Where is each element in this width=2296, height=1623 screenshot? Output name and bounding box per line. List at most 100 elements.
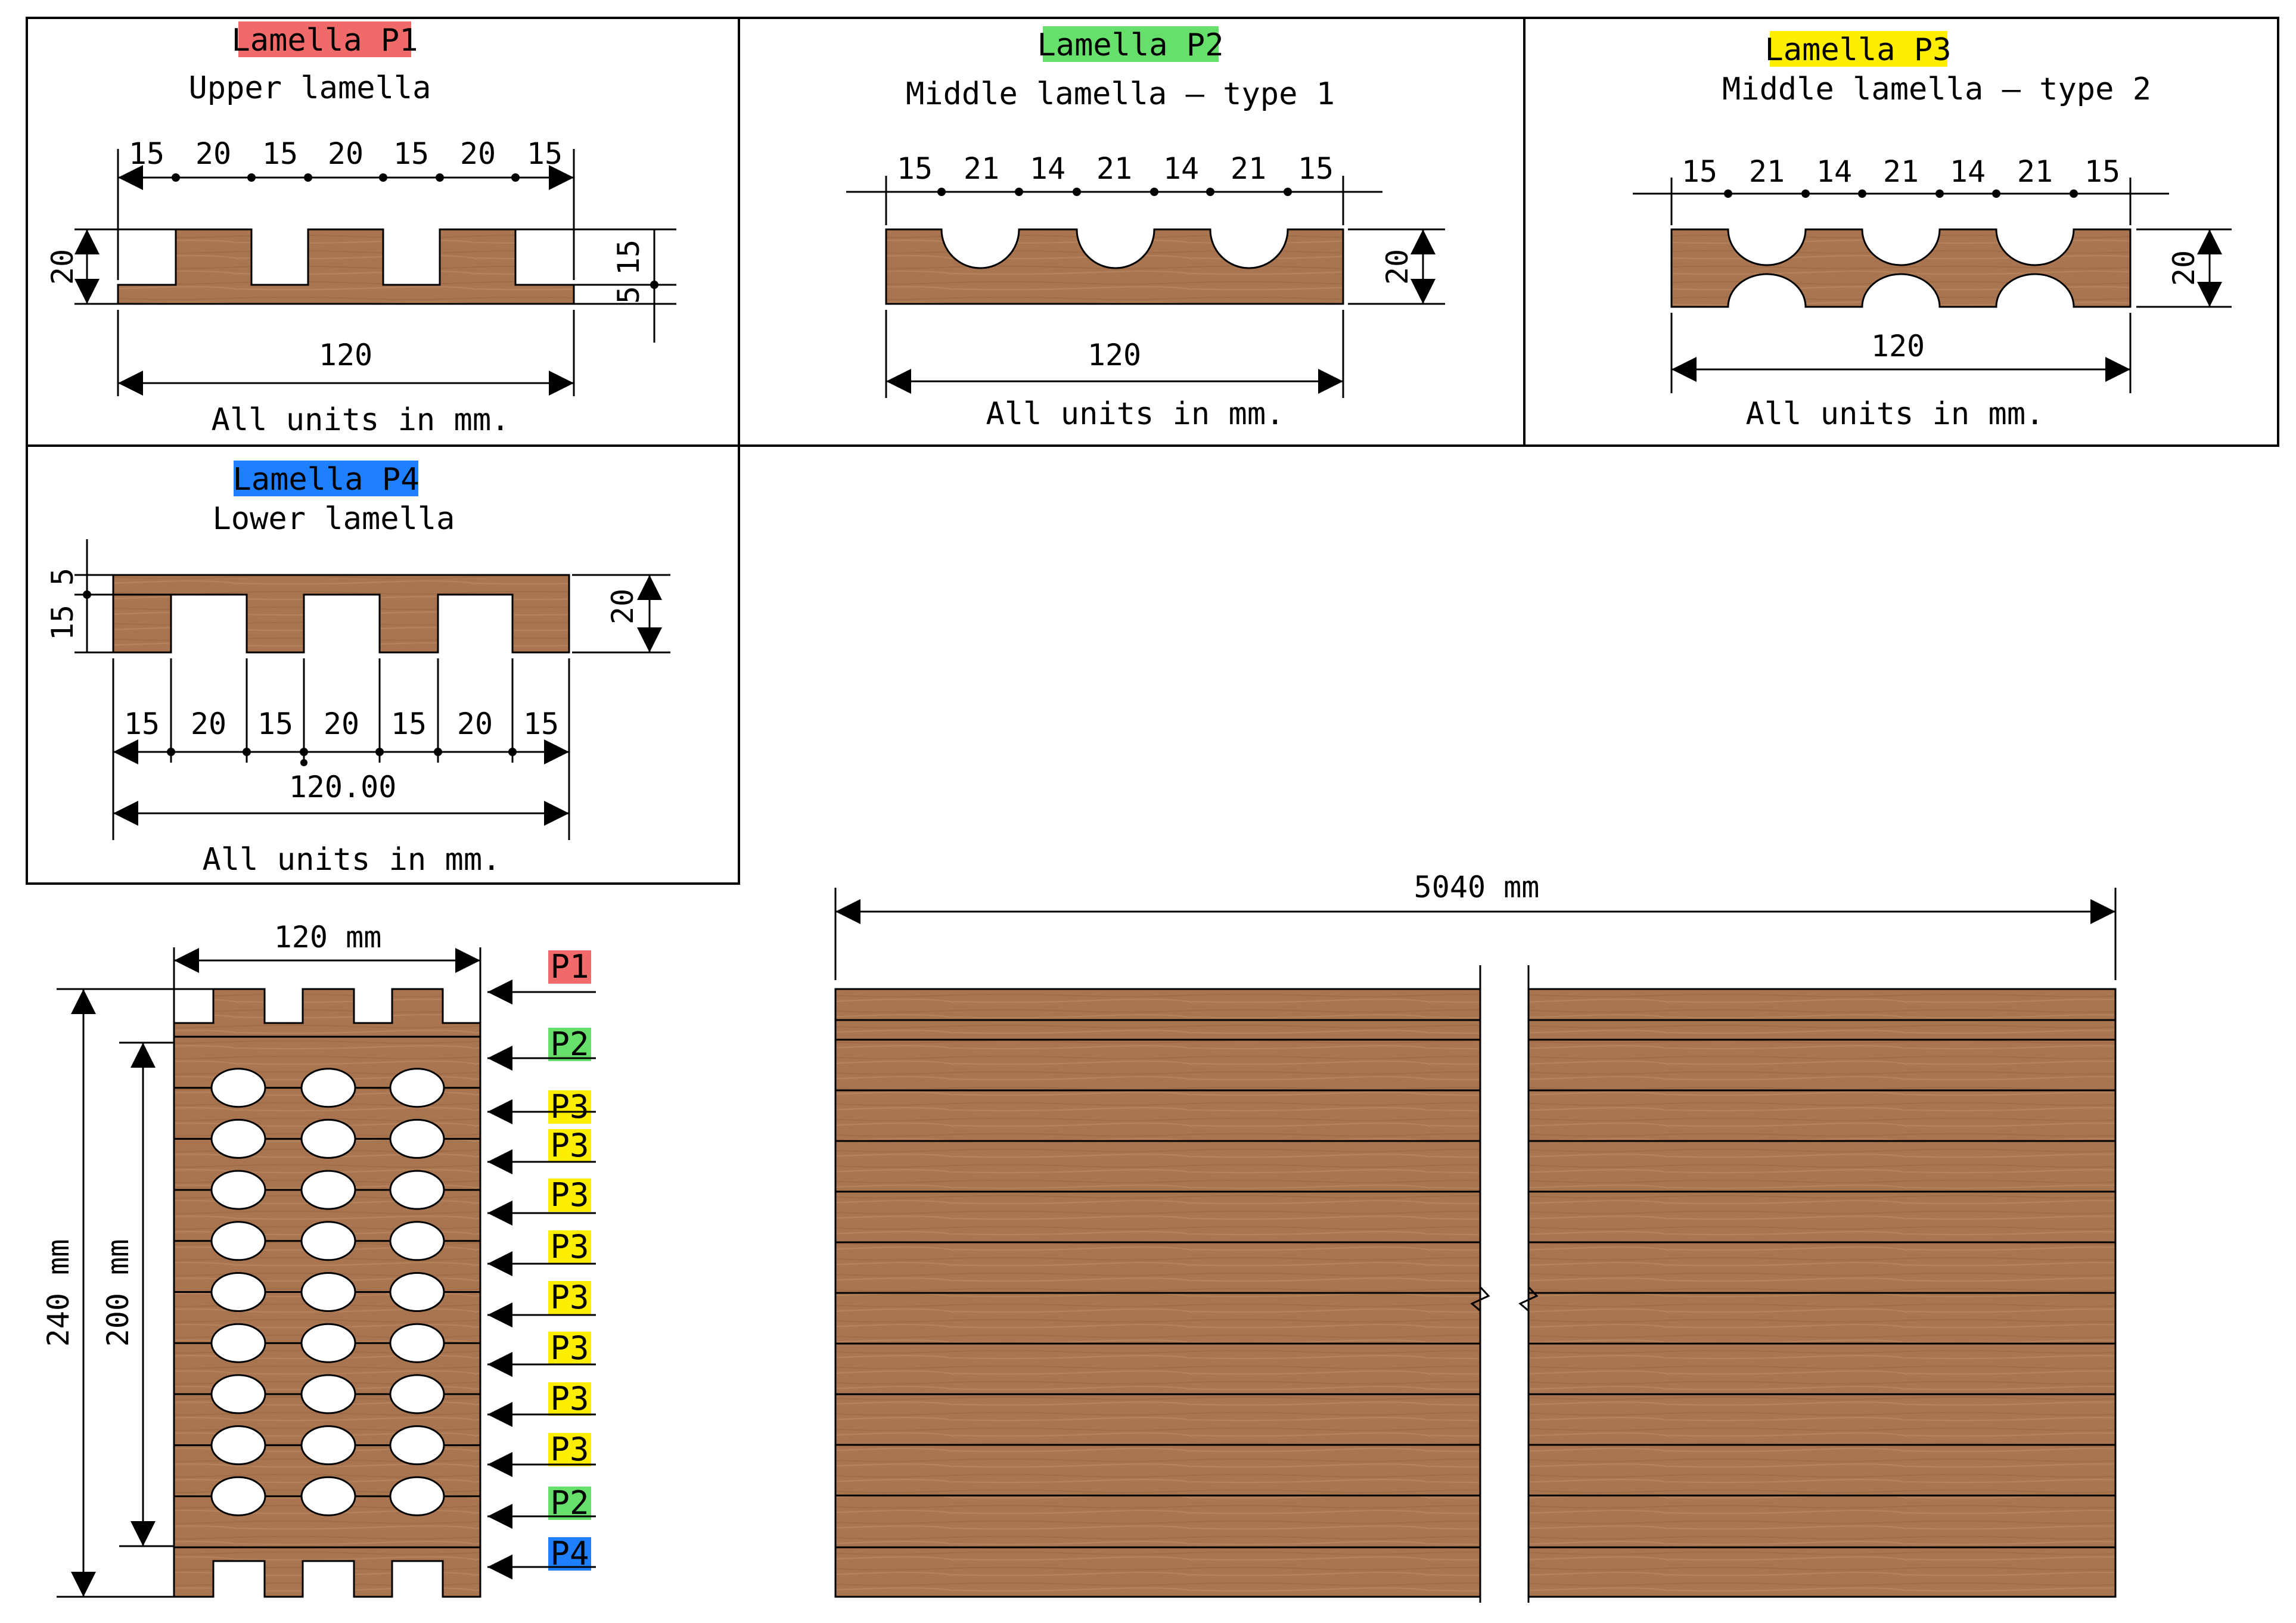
cs-top-lamella (173, 988, 481, 1038)
cs-hole (210, 1374, 266, 1414)
cs-callout-highlight (548, 1537, 591, 1571)
cs-hole (389, 1425, 445, 1466)
cs-callout-p4: P4 (487, 1535, 596, 1580)
panel-p2: Lamella P2 Middle lamella – type 1 15 21… (846, 26, 1445, 432)
p1-right-bottom-label: 5 (611, 286, 646, 304)
cs-callout-label: P3 (550, 1088, 589, 1125)
cs-callout-p3: P3 (487, 1127, 596, 1174)
p4-units: All units in mm. (203, 842, 501, 878)
p3-seg-2: 21 (1749, 154, 1785, 189)
cs-callout-label: P3 (550, 1329, 589, 1367)
p2-seg-1: 15 (897, 151, 933, 186)
cs-hole (210, 1425, 266, 1466)
p1-seg-6: 20 (460, 136, 496, 171)
cs-hole (300, 1425, 356, 1466)
p4-seg-7: 15 (523, 707, 559, 741)
cs-callout-highlight (548, 1487, 591, 1520)
cs-callout-label: P3 (550, 1127, 589, 1164)
p4-seg-1: 15 (124, 707, 160, 741)
p2-height-label: 20 (1380, 249, 1415, 285)
cs-callout-p3: P3 (487, 1329, 596, 1377)
cs-hole (300, 1118, 356, 1159)
cs-callout-label: P1 (550, 948, 589, 985)
cs-inner-height-label: 200 mm (101, 1239, 135, 1347)
p2-units: All units in mm. (986, 396, 1285, 432)
cs-callout-label: P2 (550, 1025, 589, 1063)
elevation-length-label: 5040 mm (1414, 870, 1540, 904)
p3-profile (1670, 228, 2132, 308)
cs-callout-highlight (548, 950, 591, 984)
cs-hole (210, 1170, 266, 1210)
cs-hole (300, 1221, 356, 1261)
p1-seg-7: 15 (527, 136, 563, 171)
beam-elevation: 5040 mm (834, 870, 2117, 1603)
p3-units: All units in mm. (1746, 396, 2045, 432)
p4-seg-3: 15 (257, 707, 293, 741)
panel-p1: Lamella P1 Upper lamella 15 20 15 (45, 21, 676, 438)
cs-callout-highlight (548, 1281, 591, 1314)
p4-seg-4: 20 (324, 707, 359, 741)
cs-hole (300, 1323, 356, 1363)
p4-tag-highlight (234, 461, 418, 496)
p1-segment-ticks (172, 173, 658, 289)
cs-callout-p3: P3 (487, 1431, 596, 1477)
cs-callout-highlight (548, 1332, 591, 1365)
cs-hole (300, 1476, 356, 1516)
cs-outer-height-label: 240 mm (41, 1239, 76, 1347)
cs-callout-label: P3 (550, 1176, 589, 1214)
p3-segment-ticks (1724, 189, 2078, 198)
cs-hole (389, 1323, 445, 1363)
cs-hole (210, 1118, 266, 1159)
p4-height-label: 20 (605, 589, 640, 624)
cs-hole (389, 1068, 445, 1108)
cs-hole (300, 1272, 356, 1312)
cs-callout-p3: P3 (487, 1088, 596, 1125)
p2-tag-highlight (1043, 26, 1219, 62)
p2-dimensions (846, 176, 1445, 398)
p3-height-label: 20 (2167, 250, 2201, 286)
cs-hole (300, 1068, 356, 1108)
p3-subtitle: Middle lamella – type 2 (1722, 71, 2151, 107)
cross-section: 120 mm 240 mm 200 mm P1P2P3P3P3P3P3P3P3P… (41, 920, 596, 1598)
p4-seg-6: 20 (457, 707, 493, 741)
p2-seg-6: 21 (1231, 151, 1266, 186)
p2-width-label: 120 (1088, 338, 1141, 372)
p1-right-top-label: 15 (611, 240, 646, 275)
p1-dimensions (74, 149, 676, 396)
cs-callout-highlight (548, 1028, 591, 1061)
p1-seg-4: 20 (328, 136, 363, 171)
panel-p3: Lamella P3 Middle lamella – type 2 15 21… (1633, 31, 2232, 432)
p4-width-label: 120.00 (289, 770, 397, 804)
p4-segment-labels: 15 20 15 20 15 20 15 (124, 707, 559, 741)
p3-seg-4: 21 (1883, 154, 1919, 189)
p1-subtitle: Upper lamella (189, 70, 431, 106)
p3-seg-1: 15 (1682, 154, 1717, 189)
p1-tag: Lamella P1 (231, 23, 418, 58)
cs-callout-highlight (548, 1230, 591, 1264)
p4-seg-2: 20 (191, 707, 226, 741)
p2-seg-4: 21 (1096, 151, 1132, 186)
cs-callout-label: P3 (550, 1380, 589, 1417)
cs-hole (389, 1476, 445, 1516)
cs-hole (210, 1323, 266, 1363)
cs-callout-highlight (548, 1382, 591, 1416)
cs-callout-p3: P3 (487, 1380, 596, 1427)
cs-hole (389, 1170, 445, 1210)
p2-segment-labels: 15 21 14 21 14 21 15 (897, 151, 1334, 186)
cs-callout-p2: P2 (487, 1484, 596, 1529)
p1-segment-labels: 15 20 15 20 15 20 15 (129, 136, 563, 171)
p3-seg-3: 14 (1816, 154, 1852, 189)
p1-seg-5: 15 (393, 136, 429, 171)
p3-seg-5: 14 (1950, 154, 1986, 189)
p2-segment-ticks (937, 188, 1292, 196)
p3-seg-7: 15 (2084, 154, 2120, 189)
cs-hole (300, 1374, 356, 1414)
cs-callout-highlight (548, 1433, 591, 1466)
cs-hole (389, 1272, 445, 1312)
cs-hole (210, 1221, 266, 1261)
panel-p4: Lamella P4 Lower lamella (45, 461, 670, 878)
p2-seg-7: 15 (1298, 151, 1334, 186)
p3-width-label: 120 (1871, 329, 1925, 363)
p3-tag: Lamella P3 (1764, 32, 1951, 68)
